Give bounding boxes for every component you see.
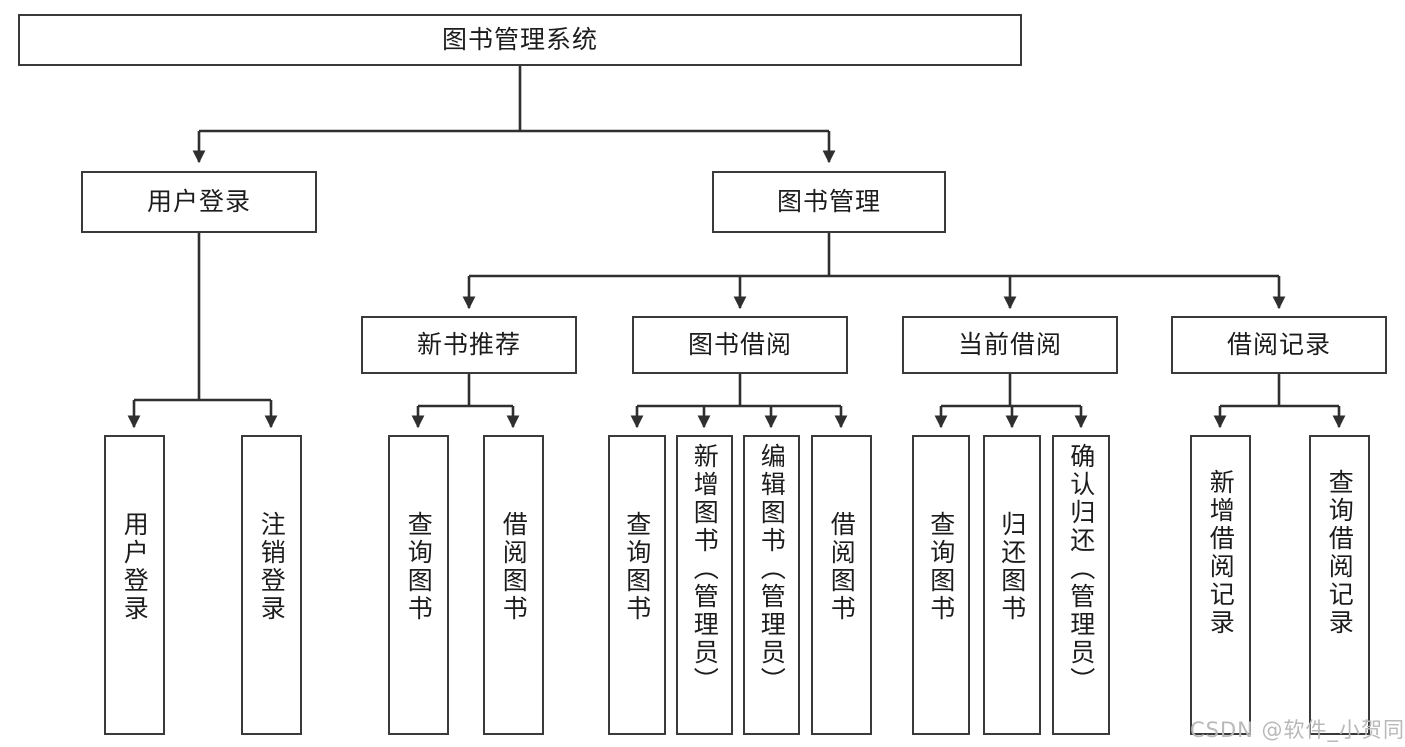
- leaf-confirm-return-admin[interactable]: 确认归还（管理员）: [1052, 435, 1110, 735]
- node-label: 图书管理系统: [441, 25, 598, 55]
- node-label: 归还图书: [997, 511, 1027, 623]
- node-label: 确认归还（管理员）: [1066, 443, 1096, 695]
- node-label: 用户登录: [146, 187, 251, 217]
- node-label: 查询图书: [622, 511, 652, 623]
- node-label: 查询图书: [926, 511, 956, 623]
- node-root-system[interactable]: 图书管理系统: [18, 14, 1022, 66]
- node-user-login[interactable]: 用户登录: [81, 171, 317, 233]
- node-label: 借阅图书: [499, 511, 529, 623]
- node-label: 新书推荐: [416, 330, 521, 360]
- leaf-borrow-book[interactable]: 借阅图书: [811, 435, 872, 735]
- watermark-text: CSDN @软件_小贺同学: [1190, 718, 1405, 742]
- leaf-query-book-recommend[interactable]: 查询图书: [388, 435, 449, 735]
- node-label: 查询借阅记录: [1325, 469, 1355, 637]
- node-label: 当前借阅: [957, 330, 1062, 360]
- leaf-user-login[interactable]: 用户登录: [104, 435, 165, 735]
- node-label: 编辑图书（管理员）: [757, 443, 787, 695]
- node-book-management[interactable]: 图书管理: [712, 171, 946, 233]
- node-current-borrow[interactable]: 当前借阅: [902, 316, 1118, 374]
- node-label: 图书管理: [776, 187, 881, 217]
- node-label: 新增借阅记录: [1206, 469, 1236, 637]
- node-label: 用户登录: [120, 511, 150, 623]
- leaf-query-borrow-record[interactable]: 查询借阅记录: [1309, 435, 1370, 735]
- node-label: 查询图书: [404, 511, 434, 623]
- node-book-borrow[interactable]: 图书借阅: [632, 316, 848, 374]
- leaf-borrow-book-recommend[interactable]: 借阅图书: [483, 435, 544, 735]
- node-label: 借阅图书: [827, 511, 857, 623]
- leaf-add-borrow-record[interactable]: 新增借阅记录: [1190, 435, 1251, 735]
- leaf-query-book-current[interactable]: 查询图书: [912, 435, 970, 735]
- leaf-logout-login[interactable]: 注销登录: [241, 435, 302, 735]
- node-new-book-recommend[interactable]: 新书推荐: [361, 316, 577, 374]
- node-label: 图书借阅: [687, 330, 792, 360]
- leaf-edit-book-admin[interactable]: 编辑图书（管理员）: [743, 435, 800, 735]
- node-borrow-record[interactable]: 借阅记录: [1171, 316, 1387, 374]
- leaf-return-book[interactable]: 归还图书: [983, 435, 1041, 735]
- leaf-add-book-admin[interactable]: 新增图书（管理员）: [676, 435, 733, 735]
- node-label: 注销登录: [257, 511, 287, 623]
- node-label: 新增图书（管理员）: [690, 443, 720, 695]
- leaf-query-book-borrow[interactable]: 查询图书: [608, 435, 666, 735]
- node-label: 借阅记录: [1226, 330, 1331, 360]
